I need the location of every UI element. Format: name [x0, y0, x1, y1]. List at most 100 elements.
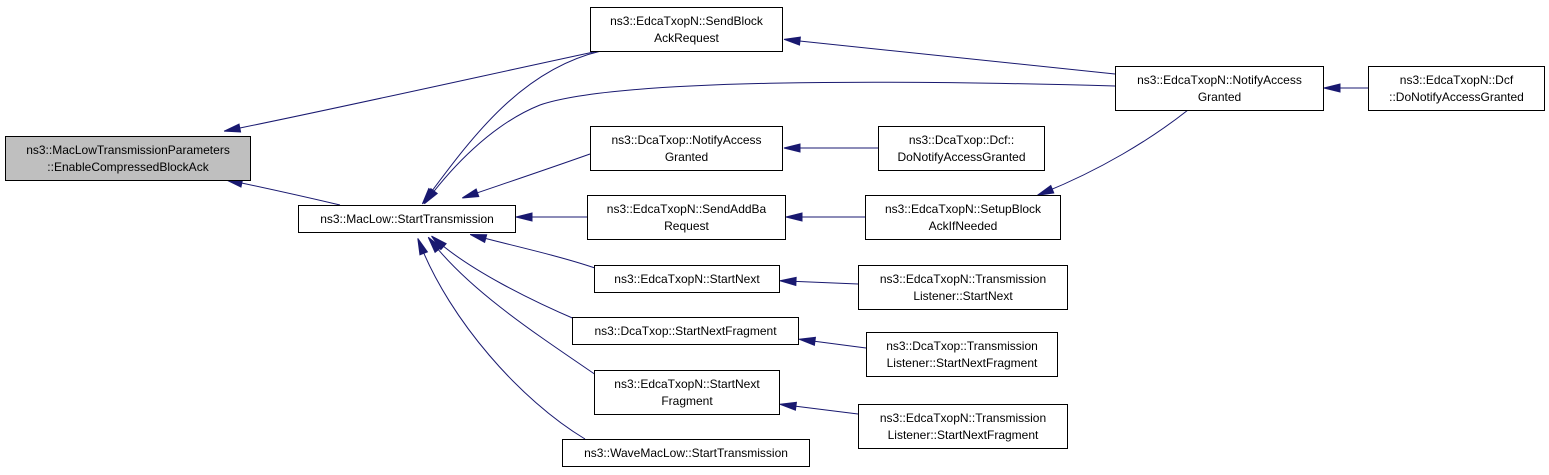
- node-label-line: Fragment: [661, 394, 713, 408]
- node-edca-startnextfrag[interactable]: ns3::EdcaTxopN::StartNextFragment: [594, 370, 780, 415]
- edge-line: [431, 241, 597, 376]
- node-edca-notify[interactable]: ns3::EdcaTxopN::NotifyAccessGranted: [1115, 66, 1324, 111]
- edge-edca_startnext-to-maclow_start: [469, 233, 596, 269]
- edge-line: [231, 180, 341, 206]
- node-label-line: Listener::StartNextFragment: [888, 428, 1039, 442]
- arrowhead: [223, 123, 242, 133]
- edge-line: [785, 280, 859, 285]
- node-edca-tl-startnextfrag[interactable]: ns3::EdcaTxopN::TransmissionListener::St…: [858, 404, 1068, 449]
- node-label-line: ns3::EdcaTxopN::SetupBlock: [885, 202, 1042, 216]
- node-label-line: ns3::DcaTxop::NotifyAccess: [611, 133, 761, 147]
- node-label-line: ns3::EdcaTxopN::SendAddBa: [607, 202, 767, 216]
- node-label-line: Listener::StartNext: [913, 289, 1013, 303]
- node-label-line: AckRequest: [654, 31, 719, 45]
- edge-line: [467, 153, 591, 197]
- node-label-line: ::DoNotifyAccessGranted: [1389, 90, 1524, 104]
- edge-edca_notify-to-edca_setup: [1037, 109, 1189, 196]
- edge-line: [789, 39, 1116, 75]
- node-label-line: ns3::DcaTxop::Transmission: [886, 339, 1038, 353]
- node-label-line: DoNotifyAccessGranted: [897, 150, 1025, 164]
- node-label-line: ns3::EdcaTxopN::Dcf: [1400, 73, 1514, 87]
- arrowhead: [779, 276, 797, 287]
- node-label-line: Granted: [1198, 90, 1241, 104]
- edge-edca_dcf_notify-to-edca_notify: [1323, 83, 1368, 93]
- node-label-line: ns3::EdcaTxopN::StartNext: [614, 377, 760, 391]
- edge-dca_tl_startnextfrag-to-dca_startnextfrag: [798, 336, 867, 349]
- arrowhead: [427, 236, 443, 254]
- edge-line: [785, 404, 859, 415]
- edge-line: [425, 50, 602, 200]
- arrowhead: [417, 238, 429, 256]
- arrowhead: [469, 233, 488, 244]
- node-box: [594, 265, 780, 293]
- node-box: [1115, 66, 1324, 111]
- edge-line: [419, 243, 586, 440]
- node-box: [865, 195, 1061, 240]
- node-label-line: ns3::DcaTxop::StartNextFragment: [594, 324, 777, 338]
- node-dca-notify[interactable]: ns3::DcaTxop::NotifyAccessGranted: [590, 126, 783, 171]
- edge-dca_notify-to-maclow_start: [462, 153, 591, 199]
- arrowhead: [462, 188, 480, 199]
- node-box: [858, 265, 1068, 310]
- edge-line: [427, 81, 1116, 200]
- arrowhead: [798, 336, 817, 346]
- node-wave-start[interactable]: ns3::WaveMacLow::StartTransmission: [562, 439, 810, 467]
- node-label-line: ns3::EdcaTxopN::StartNext: [614, 272, 760, 286]
- node-maclow-start[interactable]: ns3::MacLow::StartTransmission: [298, 205, 516, 233]
- node-box: [298, 205, 516, 233]
- arrowhead: [515, 212, 533, 222]
- node-dca-startnextfrag[interactable]: ns3::DcaTxop::StartNextFragment: [572, 317, 799, 345]
- node-edca-tl-startnext[interactable]: ns3::EdcaTxopN::TransmissionListener::St…: [858, 265, 1068, 310]
- node-label-line: Granted: [665, 150, 708, 164]
- node-label-line: ns3::DcaTxop::Dcf::: [909, 133, 1014, 147]
- node-label-line: ns3::MacLowTransmissionParameters: [26, 143, 230, 157]
- edge-edca_notify-to-maclow_start: [423, 81, 1116, 205]
- edge-edca_sendblock-to-root: [223, 49, 604, 133]
- edge-line: [229, 49, 604, 131]
- node-box: [590, 7, 783, 52]
- node-label-line: Request: [664, 219, 709, 233]
- edge-maclow_start-to-root: [225, 178, 341, 206]
- edge-edca_sendaddba-to-maclow_start: [515, 212, 587, 222]
- arrowhead: [785, 212, 803, 222]
- node-label-line: ns3::EdcaTxopN::Transmission: [880, 272, 1046, 286]
- node-label-line: ns3::EdcaTxopN::NotifyAccess: [1137, 73, 1302, 87]
- arrowhead: [1037, 184, 1055, 196]
- node-label-line: ns3::WaveMacLow::StartTransmission: [584, 446, 788, 460]
- edge-line: [475, 235, 596, 269]
- arrowhead: [783, 143, 801, 153]
- arrowhead: [423, 187, 439, 205]
- edge-wave_start-to-maclow_start: [417, 238, 586, 440]
- edge-line: [435, 239, 578, 321]
- node-dca-dcf-notify[interactable]: ns3::DcaTxop::Dcf::DoNotifyAccessGranted: [878, 126, 1045, 171]
- node-box: [878, 126, 1045, 171]
- arrowhead: [779, 401, 797, 411]
- node-box: [590, 126, 783, 171]
- node-box: [562, 439, 810, 467]
- node-dca-tl-startnextfrag[interactable]: ns3::DcaTxop::TransmissionListener::Star…: [866, 332, 1058, 377]
- arrowhead: [783, 36, 801, 46]
- node-label-line: Listener::StartNextFragment: [887, 356, 1038, 370]
- arrowhead: [1323, 83, 1341, 93]
- node-box: [5, 136, 251, 181]
- node-label-line: ::EnableCompressedBlockAck: [47, 160, 209, 174]
- node-label-line: ns3::EdcaTxopN::SendBlock: [610, 14, 764, 28]
- node-edca-startnext[interactable]: ns3::EdcaTxopN::StartNext: [594, 265, 780, 293]
- node-root[interactable]: ns3::MacLowTransmissionParameters::Enabl…: [5, 136, 251, 181]
- node-box: [572, 317, 799, 345]
- node-box: [594, 370, 780, 415]
- node-edca-dcf-notify[interactable]: ns3::EdcaTxopN::Dcf::DoNotifyAccessGrant…: [1368, 66, 1545, 111]
- edge-edca_notify-to-edca_sendblock: [783, 36, 1116, 75]
- node-box: [1368, 66, 1545, 111]
- edge-dca_dcf_notify-to-dca_notify: [783, 143, 878, 153]
- node-label-line: ns3::EdcaTxopN::Transmission: [880, 411, 1046, 425]
- edge-line: [1042, 109, 1189, 194]
- node-label-line: AckIfNeeded: [929, 219, 998, 233]
- nodes-layer: ns3::MacLowTransmissionParameters::Enabl…: [5, 7, 1545, 467]
- edge-edca_startnextfrag-to-maclow_start: [427, 236, 597, 376]
- node-label-line: ns3::MacLow::StartTransmission: [320, 212, 494, 226]
